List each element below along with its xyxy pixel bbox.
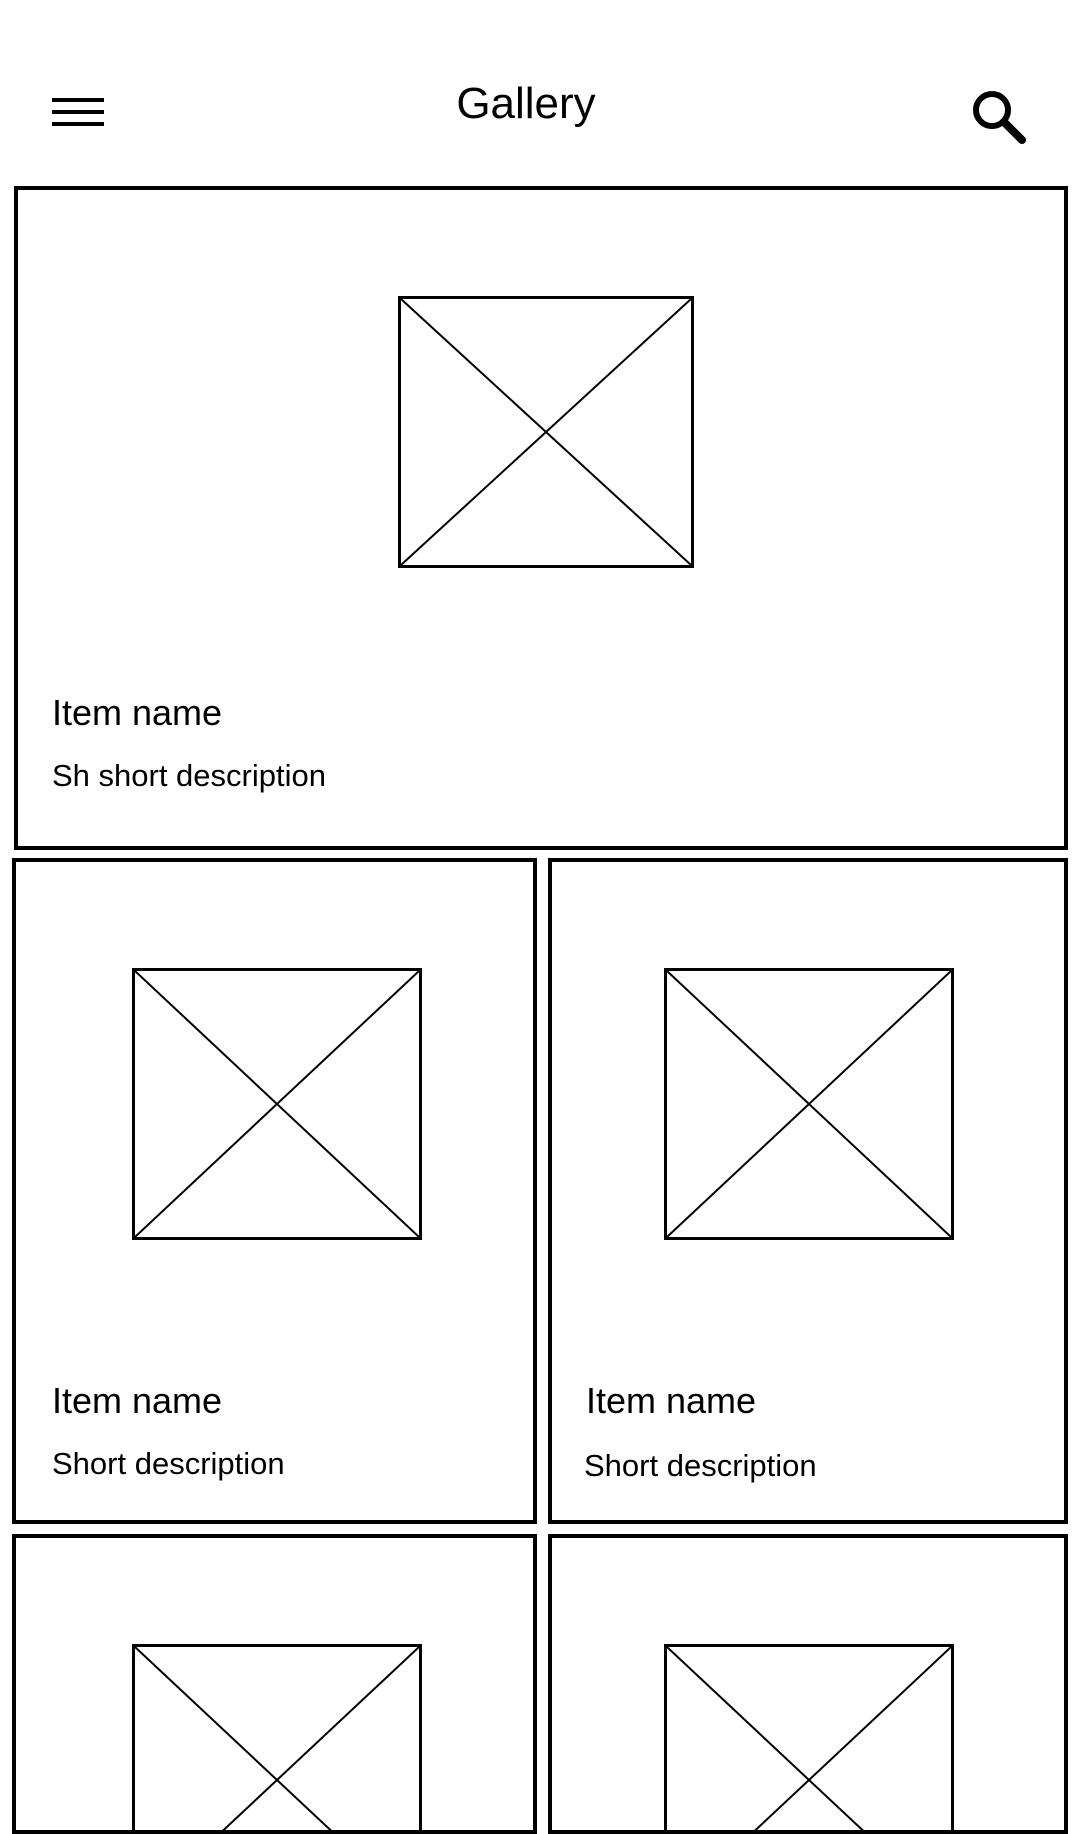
featured-gallery-card[interactable]: Item name Sh short description: [14, 186, 1068, 850]
search-icon-graphic: [973, 91, 1026, 144]
search-icon[interactable]: [966, 84, 1036, 154]
item-name: Item name: [52, 692, 223, 733]
placeholder-cross: [667, 971, 951, 1237]
placeholder-cross: [135, 1647, 419, 1834]
image-placeholder-icon: [664, 1644, 954, 1834]
menu-line: [52, 98, 104, 102]
hamburger-menu-icon[interactable]: [44, 88, 108, 144]
placeholder-cross: [135, 971, 419, 1237]
placeholder-cross: [401, 299, 691, 565]
placeholder-cross: [667, 1647, 951, 1834]
menu-line: [52, 122, 104, 126]
app-bar: Gallery: [0, 0, 1080, 180]
image-placeholder-icon: [132, 1644, 422, 1834]
item-description: Short description: [584, 1448, 817, 1483]
image-placeholder-icon: [664, 968, 954, 1240]
image-placeholder-icon: [132, 968, 422, 1240]
item-name: Item name: [586, 1380, 757, 1421]
page-title: Gallery: [456, 79, 596, 128]
item-description: Short description: [52, 1446, 285, 1481]
gallery-card[interactable]: [548, 1534, 1068, 1834]
menu-line: [52, 110, 104, 114]
gallery-card[interactable]: [12, 1534, 537, 1834]
item-name: Item name: [52, 1380, 223, 1421]
gallery-card[interactable]: Item name Short description: [548, 858, 1068, 1524]
image-placeholder-icon: [398, 296, 694, 568]
gallery-card[interactable]: Item name Short description: [12, 858, 537, 1524]
item-description: Sh short description: [52, 758, 326, 793]
